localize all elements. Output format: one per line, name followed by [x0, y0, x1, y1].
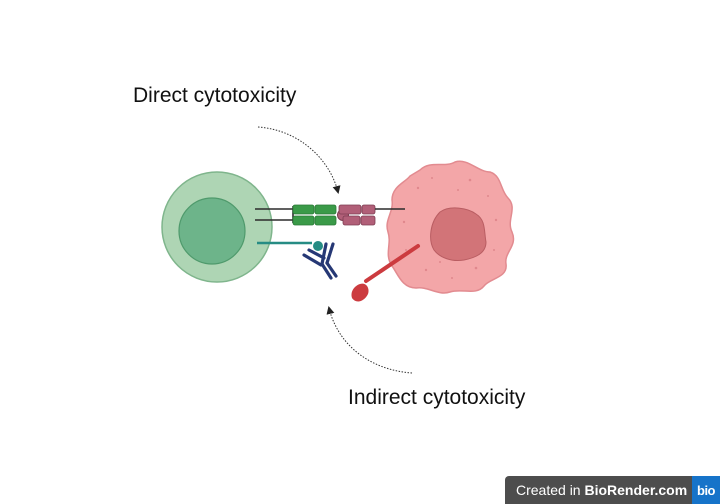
- direct-cytotoxicity-label: Direct cytotoxicity: [133, 84, 297, 107]
- badge-text: Created in BioRender.com: [505, 482, 692, 498]
- red-probe: [351, 244, 420, 302]
- biorender-logo-icon: bio: [692, 476, 720, 504]
- receptor-ligand-complex: [255, 204, 405, 226]
- teal-receptor-stalk: [257, 241, 323, 251]
- badge-prefix: Created in: [516, 482, 585, 498]
- direct-arrow: [257, 126, 341, 194]
- antibody-icon: [302, 242, 338, 280]
- immune-cell-icon: [161, 171, 273, 283]
- badge-brand: BioRender.com: [584, 482, 688, 498]
- biorender-badge[interactable]: Created in BioRender.com bio: [505, 476, 720, 504]
- indirect-arrow: [326, 306, 413, 374]
- tumor-cell-icon: [386, 160, 515, 294]
- indirect-cytotoxicity-label: Indirect cytotoxicity: [348, 386, 526, 409]
